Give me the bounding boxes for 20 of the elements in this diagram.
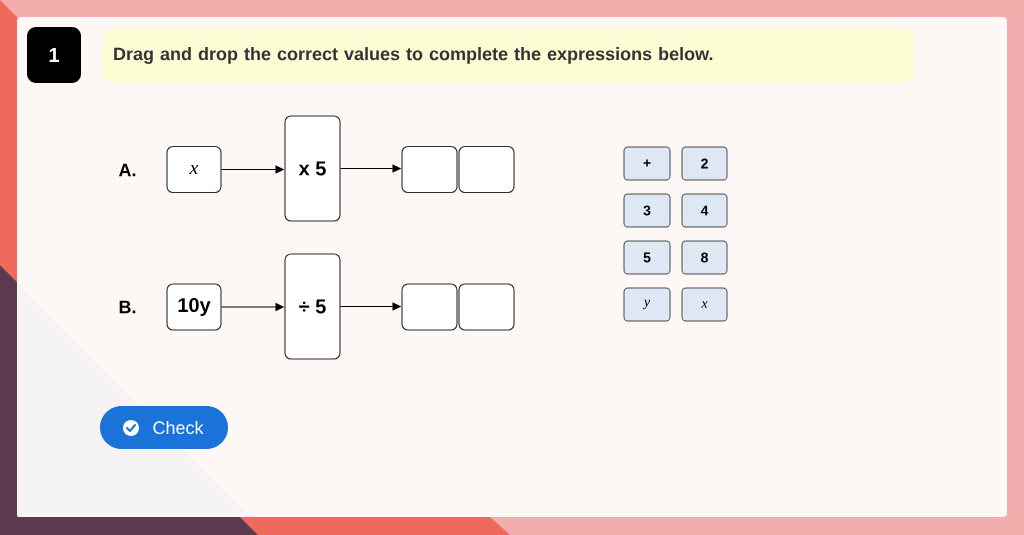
value-tile: x [681, 287, 728, 322]
answer-box [458, 145, 515, 194]
value-tile: 3 [623, 193, 671, 228]
number-badge: 1 [27, 27, 81, 83]
value-tile: 2 [681, 146, 728, 181]
value-tile: y [623, 287, 671, 322]
value-tile: 5 [623, 240, 671, 275]
operation-box: x 5 [284, 115, 341, 222]
answer-box [458, 283, 515, 331]
answer-box [401, 283, 458, 331]
instruction-banner: Drag and drop the correct values to complete the expressions below. [102, 28, 914, 83]
input-box: 10y [166, 283, 222, 331]
row-label: B. [119, 300, 136, 314]
answer-box [401, 145, 458, 194]
row-label: A. [118, 163, 136, 177]
value-tile: 8 [681, 240, 728, 275]
value-tile: 4 [681, 193, 728, 228]
value-tile: + [623, 146, 671, 181]
input-box: x [166, 145, 222, 194]
operation-box: ÷ 5 [284, 253, 341, 360]
